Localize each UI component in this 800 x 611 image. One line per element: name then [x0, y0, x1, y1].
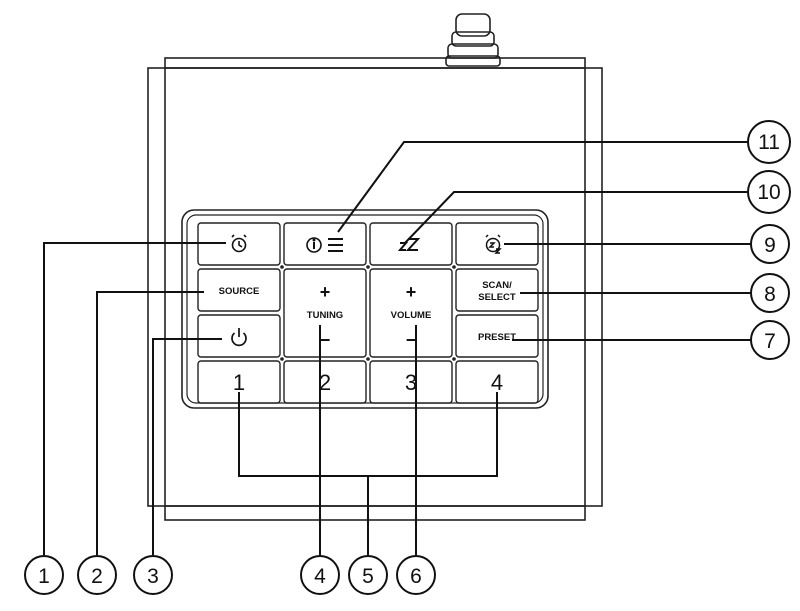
leader-10 [403, 191, 748, 245]
bottom-rim [164, 505, 586, 521]
leader-lines [43, 141, 752, 555]
callout-3-circle [133, 555, 173, 595]
preset-3-label: 3 [405, 370, 417, 395]
callout-2: 2 [91, 565, 103, 588]
volume-minus: − [406, 330, 417, 350]
power-icon [231, 328, 247, 347]
top-rim [164, 57, 586, 69]
callout-10: 10 [757, 181, 780, 204]
callout-4: 4 [314, 565, 326, 588]
scan-label: SCAN/ [482, 280, 512, 291]
device-body [147, 13, 603, 521]
tuning-plus: + [320, 282, 331, 302]
scan-select-button[interactable] [455, 268, 539, 312]
callout-2-circle [77, 555, 117, 595]
callout-11-circle [747, 120, 791, 164]
select-label: SELECT [478, 292, 516, 303]
callout-1-circle [24, 555, 64, 595]
leader-5 [238, 392, 498, 477]
preset-4-label: 4 [491, 370, 503, 395]
callout-7-circle [750, 320, 790, 360]
leader-2 [96, 291, 204, 555]
callout-7: 7 [764, 330, 776, 353]
preset-3-button[interactable] [369, 360, 453, 404]
sleep-icon [397, 238, 421, 251]
callout-10-circle [747, 170, 791, 214]
info-menu-button[interactable] [283, 222, 367, 266]
volume-label: VOLUME [391, 310, 432, 321]
callout-9: 9 [764, 234, 776, 257]
tuning-label: TUNING [307, 310, 343, 321]
tuning-button[interactable] [283, 268, 367, 358]
alarm-clock-icon [231, 234, 247, 253]
tuning-minus: − [320, 330, 331, 350]
callout-5: 5 [362, 565, 374, 588]
callout-9-circle [750, 224, 790, 264]
volume-button[interactable] [369, 268, 453, 358]
source-button[interactable] [197, 268, 281, 312]
callout-8: 8 [764, 283, 776, 306]
callout-4-circle [300, 555, 340, 595]
callout-8-circle [750, 273, 790, 313]
leader-3 [152, 338, 222, 555]
preset-1-label: 1 [233, 370, 245, 395]
leader-1 [43, 242, 226, 555]
preset-2-button[interactable] [283, 360, 367, 404]
volume-plus: + [406, 282, 417, 302]
sleep-button[interactable] [369, 222, 453, 266]
info-menu-icon [306, 237, 343, 253]
power-button[interactable] [197, 314, 281, 358]
callout-5-circle [348, 555, 388, 595]
callout-6-circle [396, 555, 436, 595]
preset-2-label: 2 [319, 370, 331, 395]
callout-1: 1 [38, 565, 50, 588]
callout-6: 6 [410, 565, 422, 588]
preset-button[interactable] [455, 314, 539, 358]
snooze-icon [485, 234, 502, 254]
key-gap-markers [280, 265, 456, 361]
callout-3: 3 [147, 565, 159, 588]
leader-11 [337, 141, 748, 233]
source-label: SOURCE [219, 286, 260, 297]
preset-label: PRESET [478, 332, 516, 343]
callout-11: 11 [758, 131, 780, 154]
